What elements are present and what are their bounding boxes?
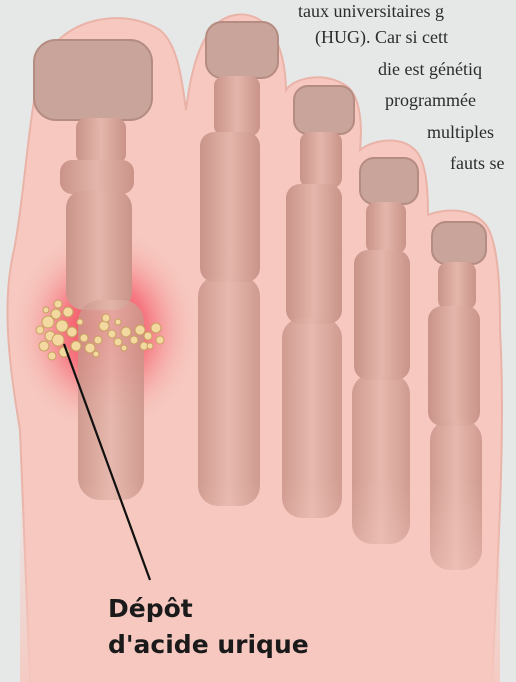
article-line-4: programmée xyxy=(385,89,476,111)
big-toe-nail xyxy=(34,40,152,120)
callout-label-line-2: d'acide urique xyxy=(108,630,309,660)
article-line-2: (HUG). Car si cett xyxy=(315,26,448,48)
fifth-toe-nail xyxy=(432,222,486,264)
second-toe-nail xyxy=(206,22,278,78)
article-line-3: die est génétiq xyxy=(378,58,482,80)
article-line-6: fauts se xyxy=(450,152,504,174)
third-toe-nail xyxy=(294,86,354,134)
article-line-1: taux universitaires g xyxy=(298,0,444,22)
article-line-5: multiples xyxy=(427,121,494,143)
callout-label-line-1: Dépôt xyxy=(108,594,193,624)
fourth-toe-nail xyxy=(360,158,418,204)
